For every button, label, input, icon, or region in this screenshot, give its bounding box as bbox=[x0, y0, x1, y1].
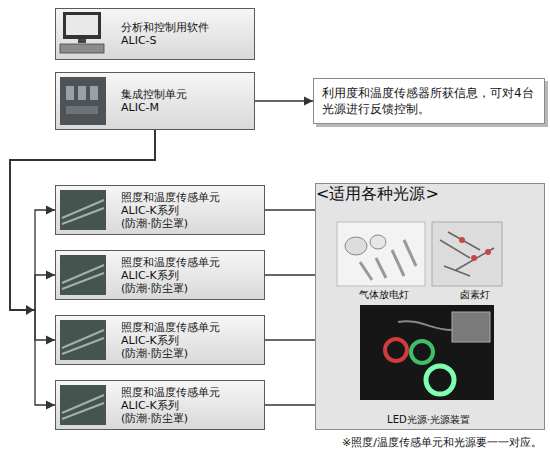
sensor-box: 照度和温度传感单元ALIC-K系列(防潮·防尘罩) bbox=[55, 380, 265, 430]
connector-line bbox=[265, 274, 315, 275]
node-text: ALIC-S bbox=[121, 34, 254, 47]
connector-line bbox=[10, 130, 155, 340]
chip bbox=[66, 86, 74, 100]
board-photo bbox=[60, 77, 106, 125]
connector-line bbox=[265, 209, 315, 210]
connector-line bbox=[10, 130, 155, 310]
lamp bbox=[345, 237, 367, 255]
chip bbox=[78, 86, 86, 100]
connector-line bbox=[10, 130, 155, 405]
chip bbox=[90, 86, 98, 100]
monitor-stand bbox=[78, 39, 86, 43]
photo-caption-box: 气体放电灯 bbox=[334, 221, 434, 301]
node-title: LED光源·光源装置 bbox=[387, 414, 470, 426]
text-group: <适用各种光源> bbox=[316, 184, 544, 205]
node-title: 照度和温度传感单元 bbox=[121, 191, 264, 204]
photo-bg bbox=[432, 222, 502, 286]
node-text: ALIC-M bbox=[121, 101, 254, 114]
halogen-photo bbox=[432, 222, 502, 286]
led-photo bbox=[360, 305, 494, 400]
halogen-wire bbox=[440, 232, 494, 276]
node-title: 照度和温度传感单元 bbox=[121, 386, 264, 399]
node-title: 集成控制单元 bbox=[121, 88, 254, 101]
text-group: LED光源·光源装置 bbox=[387, 414, 470, 426]
sensor-cable bbox=[62, 265, 104, 289]
sensor-photo bbox=[60, 190, 106, 230]
node-text: ALIC-K系列 bbox=[121, 204, 264, 217]
monitor-screen bbox=[66, 15, 98, 35]
photo-bg bbox=[337, 222, 425, 286]
node-text: (防潮·防尘罩) bbox=[121, 217, 264, 230]
sensor-cable bbox=[62, 200, 104, 224]
text-group: 气体放电灯 bbox=[359, 289, 409, 301]
light-device bbox=[452, 312, 490, 342]
sensor-box: 照度和温度传感单元ALIC-K系列(防潮·防尘罩) bbox=[55, 185, 265, 235]
software-box: 分析和控制用软件ALIC-S bbox=[55, 8, 255, 60]
node-title: 气体放电灯 bbox=[359, 289, 409, 301]
node-text: (防潮·防尘罩) bbox=[121, 282, 264, 295]
text-group: 照度和温度传感单元ALIC-K系列(防潮·防尘罩) bbox=[121, 191, 264, 230]
text-group: 照度和温度传感单元ALIC-K系列(防潮·防尘罩) bbox=[121, 321, 264, 360]
chip bbox=[66, 106, 98, 114]
sensor-box: 照度和温度传感单元ALIC-K系列(防潮·防尘罩) bbox=[55, 250, 265, 300]
connector-line bbox=[265, 339, 315, 340]
red-ring bbox=[385, 339, 407, 361]
node-title: 利用度和温度传感器所获信息，可对4台光源进行反馈控制。 bbox=[322, 85, 536, 117]
light-source-panel: <适用各种光源> 气体放电灯 卤素灯 LED光源·光源装置 bbox=[315, 183, 545, 430]
monitor-frame bbox=[63, 12, 101, 39]
text-group: 照度和温度传感单元ALIC-K系列(防潮·防尘罩) bbox=[121, 256, 264, 295]
node-title: 照度和温度传感单元 bbox=[121, 256, 264, 269]
lamp bbox=[370, 235, 386, 249]
node-text: ALIC-K系列 bbox=[121, 334, 264, 347]
sensor-box: 照度和温度传感单元ALIC-K系列(防潮·防尘罩) bbox=[55, 315, 265, 365]
lamp-tube bbox=[360, 240, 416, 280]
text-group: 集成控制单元ALIC-M bbox=[121, 88, 254, 114]
halogen-bulb bbox=[471, 255, 477, 261]
control-box: 集成控制单元ALIC-M bbox=[55, 72, 255, 130]
text-group: 利用度和温度传感器所获信息，可对4台光源进行反馈控制。 bbox=[322, 85, 536, 117]
sensor-cable bbox=[62, 330, 104, 354]
node-text: (防潮·防尘罩) bbox=[121, 347, 264, 360]
sensor-photo bbox=[60, 320, 106, 360]
note-box: 利用度和温度传感器所获信息，可对4台光源进行反馈控制。 bbox=[313, 78, 545, 124]
node-title: 卤素灯 bbox=[460, 289, 490, 301]
gas-lamp-photo bbox=[337, 222, 425, 286]
connector-line bbox=[255, 100, 313, 101]
photo-caption-box: LED光源·光源装置 bbox=[346, 304, 511, 426]
node-title: <适用各种光源> bbox=[316, 184, 544, 205]
text-group: 照度和温度传感单元ALIC-K系列(防潮·防尘罩) bbox=[121, 386, 264, 425]
lit-ring bbox=[426, 366, 454, 394]
feed-arrow bbox=[26, 305, 34, 315]
sensor-photos bbox=[60, 190, 106, 425]
halogen-bulb bbox=[485, 249, 491, 255]
connector-line bbox=[265, 404, 315, 405]
node-text: ALIC-K系列 bbox=[121, 269, 264, 282]
text-group: 分析和控制用软件ALIC-S bbox=[121, 21, 254, 47]
photo-bg bbox=[60, 77, 106, 125]
connector-line bbox=[10, 130, 155, 310]
node-text: (防潮·防尘罩) bbox=[121, 412, 264, 425]
keyboard bbox=[60, 44, 104, 53]
halogen-bulb bbox=[459, 237, 465, 243]
text-group: 卤素灯 bbox=[460, 289, 490, 301]
photo-caption-box: 卤素灯 bbox=[429, 221, 521, 301]
node-text: ALIC-K系列 bbox=[121, 399, 264, 412]
led-cable bbox=[398, 321, 452, 330]
node-title: 分析和控制用软件 bbox=[121, 21, 254, 34]
sensor-photo bbox=[60, 255, 106, 295]
green-ring bbox=[411, 341, 433, 363]
sensor-cable bbox=[62, 395, 104, 419]
sensor-photo bbox=[60, 385, 106, 425]
footnote: ※照度/温度传感单元和光源要一一对应。 bbox=[342, 435, 542, 450]
node-title: 照度和温度传感单元 bbox=[121, 321, 264, 334]
computer-icon bbox=[60, 12, 104, 53]
photo-bg bbox=[360, 305, 494, 400]
